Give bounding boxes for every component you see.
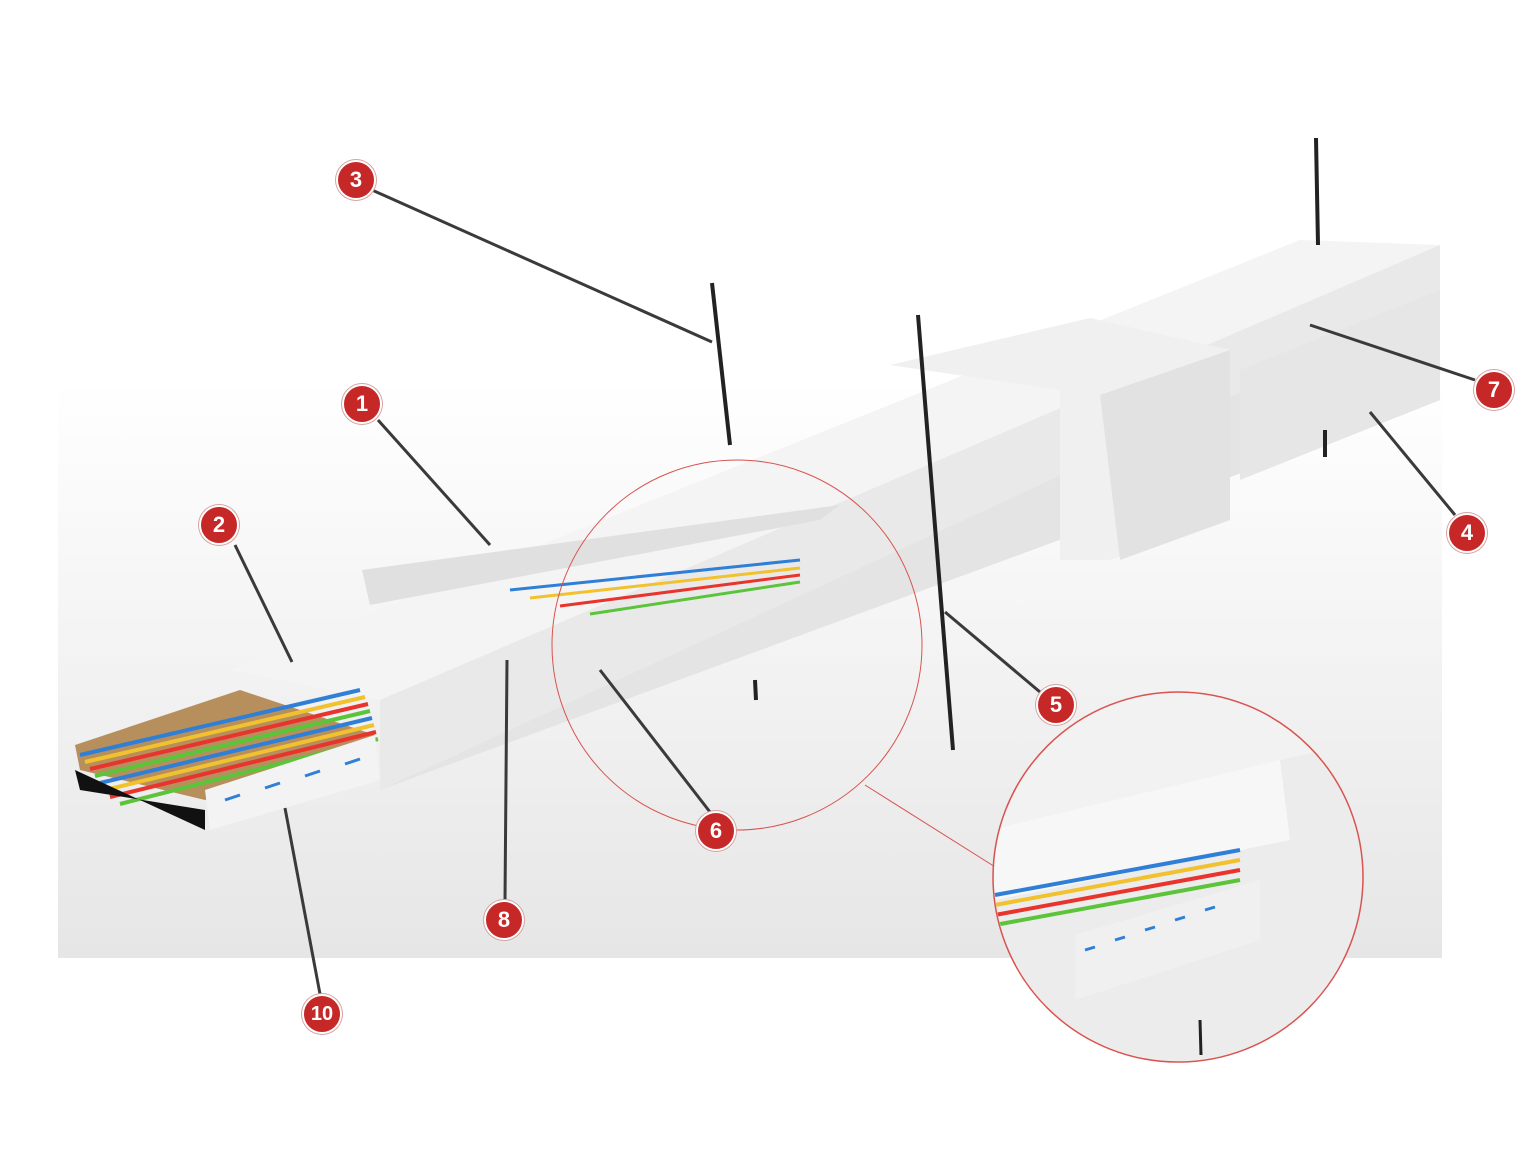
- hanger-rods: [710, 137, 1327, 751]
- callout-3: 3: [336, 160, 376, 200]
- callout-2: 2: [199, 505, 239, 545]
- callout-7: 7: [1474, 370, 1514, 410]
- duct-body: [230, 240, 1440, 790]
- detail-circle: [992, 691, 1364, 1063]
- callout-4: 4: [1447, 513, 1487, 553]
- callout-1: 1: [342, 384, 382, 424]
- leader-lines: [233, 188, 1476, 995]
- callout-10: 10: [302, 994, 342, 1034]
- detail-inset: [994, 693, 1362, 1061]
- detail-connector: [864, 784, 1001, 871]
- ribbon-cables: [75, 688, 380, 830]
- highlight-circle: [551, 459, 923, 831]
- callout-8: 8: [484, 900, 524, 940]
- callout-6: 6: [696, 811, 736, 851]
- callout-5: 5: [1036, 685, 1076, 725]
